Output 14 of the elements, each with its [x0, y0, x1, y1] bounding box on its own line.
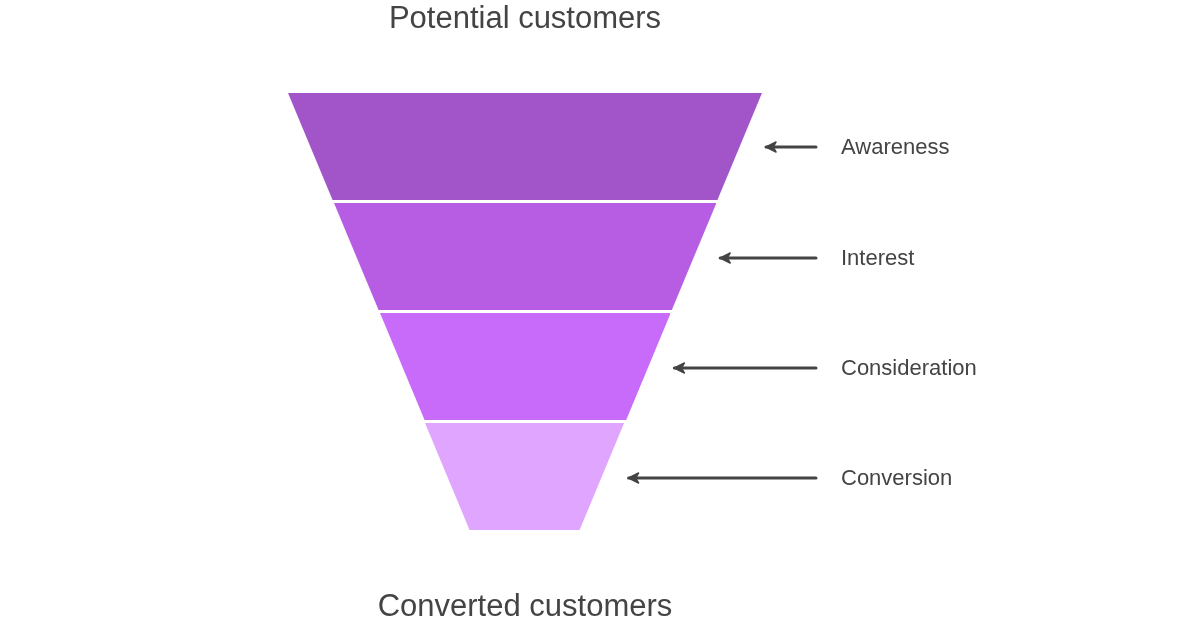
funnel-end-label: Converted customers	[377, 588, 673, 624]
stage-label: Conversion	[841, 465, 953, 491]
arrow	[672, 362, 818, 374]
funnel-stage-band	[379, 313, 671, 420]
stage-label: Interest	[841, 245, 915, 271]
stage-label: Consideration	[841, 355, 977, 381]
arrow	[764, 141, 818, 153]
funnel-end-label: Potential customers	[388, 0, 662, 36]
funnel-stage-band	[333, 203, 717, 310]
stage-label: Awareness	[841, 134, 950, 160]
funnel-stage-band	[425, 423, 625, 530]
arrow	[718, 252, 818, 264]
funnel-stage-band	[288, 93, 762, 200]
arrow	[627, 472, 818, 484]
